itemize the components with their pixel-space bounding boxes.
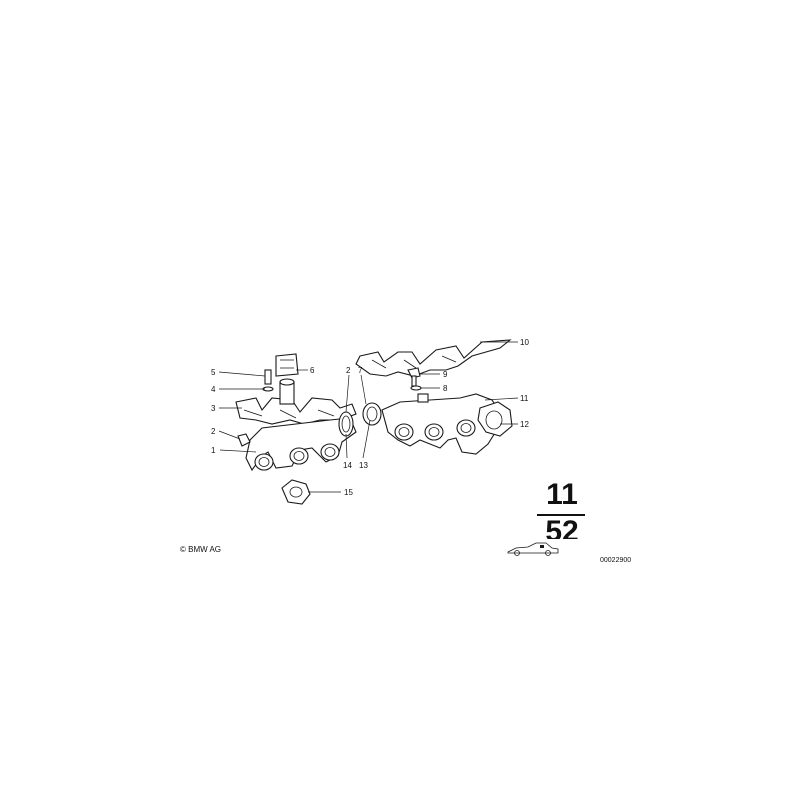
exhaust-manifold-rear [381, 393, 501, 455]
callout-13: 13 [359, 461, 368, 470]
callout-6: 6 [310, 366, 315, 375]
group-number-bottom: 52 [545, 517, 579, 539]
heat-shield-front [235, 397, 357, 425]
stud-washer [407, 367, 422, 391]
catalog-number: 00022900 [600, 557, 632, 564]
exhaust-manifold-front [245, 417, 357, 472]
leader-lines [218, 341, 519, 493]
callout-3: 3 [211, 404, 216, 413]
heat-shield-rear [355, 339, 512, 377]
copyright-label: © BMW AG [180, 545, 222, 554]
callout-2b: 2 [346, 366, 351, 375]
callout-12: 12 [520, 420, 529, 429]
callout-2: 2 [211, 427, 216, 436]
callout-1: 1 [211, 446, 216, 455]
callout-4: 4 [211, 385, 216, 394]
group-number-top: 11 [546, 478, 578, 511]
group-number-divider [537, 514, 585, 516]
car-silhouette-icon [507, 542, 559, 556]
port-gasket [281, 479, 311, 505]
plug-screw [237, 433, 251, 447]
stud-bolt [262, 369, 274, 392]
gasket-ring [338, 402, 382, 437]
callout-10: 10 [520, 338, 529, 347]
flange-gasket [477, 401, 513, 437]
callout-7: 7 [358, 366, 363, 375]
callout-14: 14 [343, 461, 352, 470]
callout-8: 8 [443, 384, 448, 393]
callout-15: 15 [344, 488, 353, 497]
callout-9: 9 [443, 370, 448, 379]
callout-5: 5 [211, 368, 216, 377]
mounting-bracket [275, 353, 299, 405]
callout-11: 11 [520, 394, 529, 403]
